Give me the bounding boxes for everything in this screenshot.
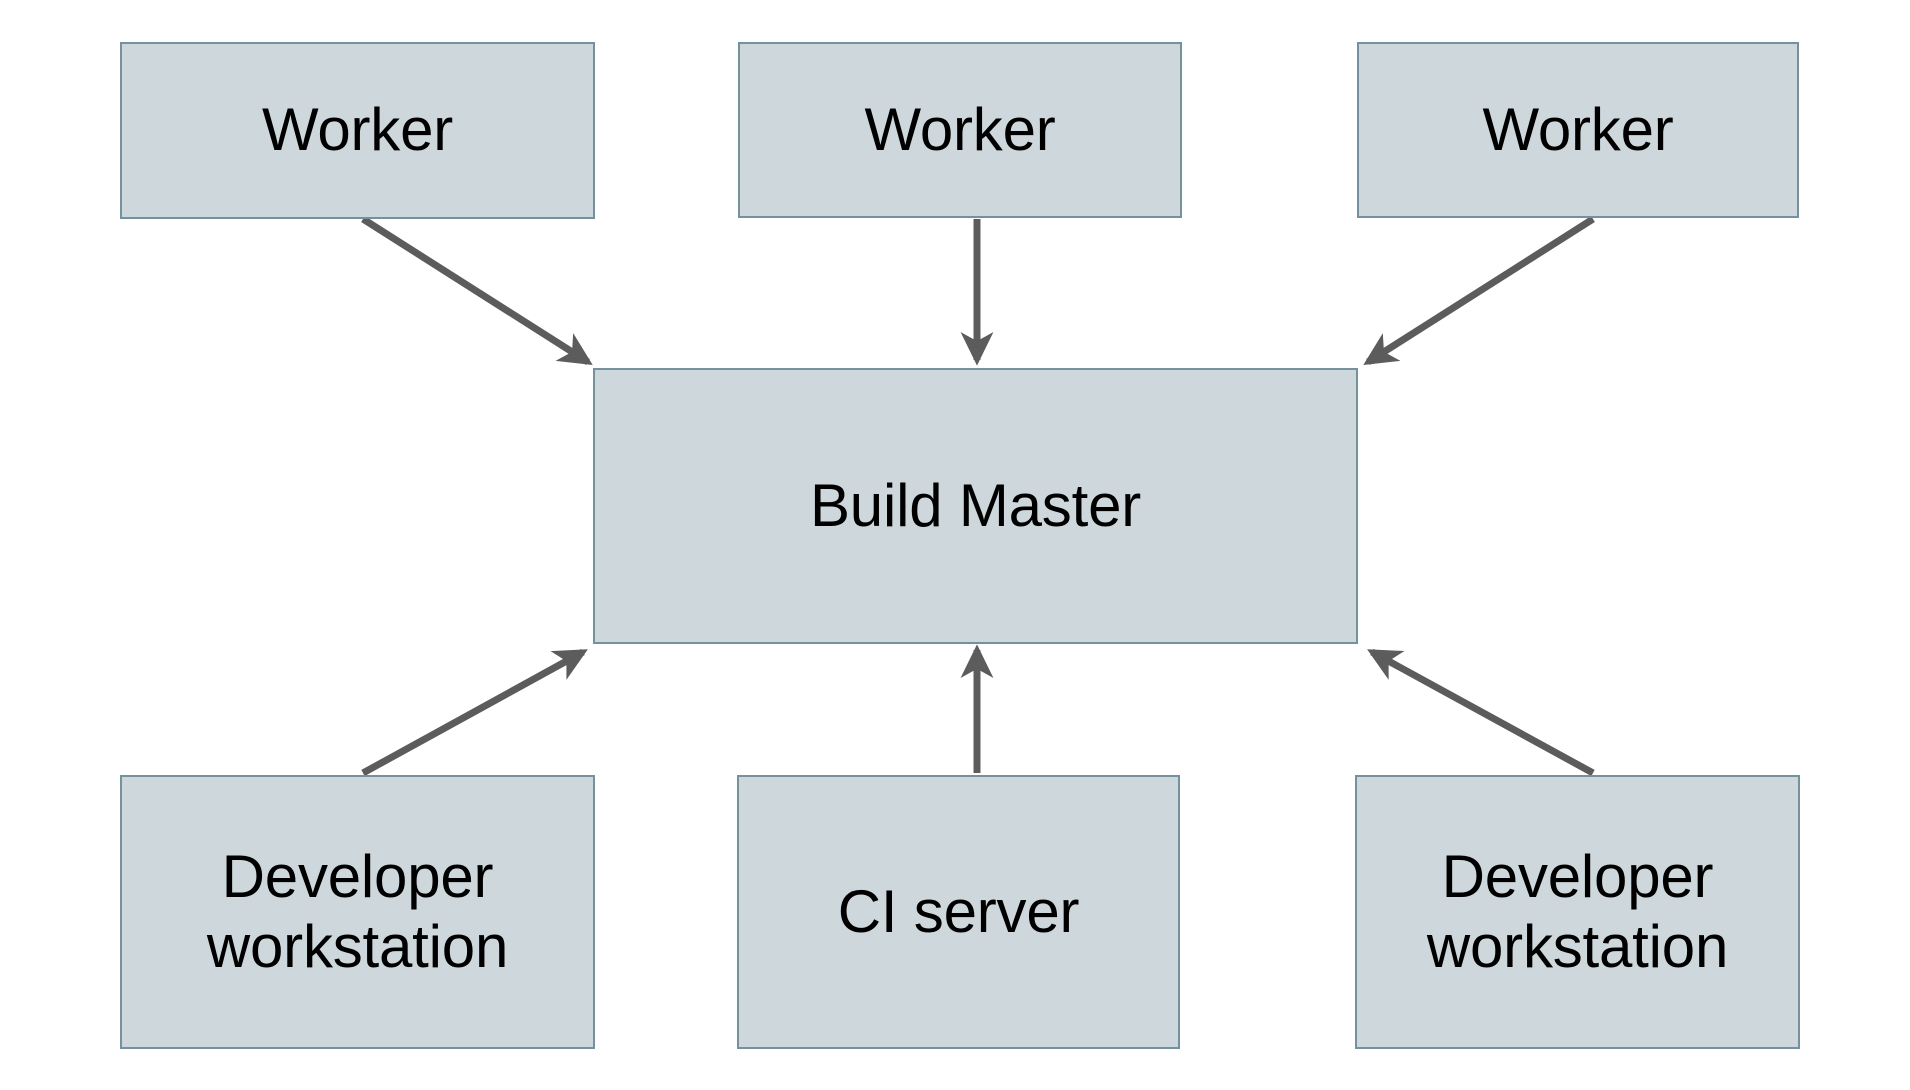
edge-dev-ws-right-to-build-master (1367, 648, 1595, 777)
node-developer-workstation-left-label: Developer workstation (206, 843, 509, 980)
node-worker-1[interactable]: Worker (120, 42, 595, 219)
node-developer-workstation-left[interactable]: Developer workstation (120, 775, 595, 1049)
edge-worker-1-to-build-master (361, 216, 593, 366)
node-worker-3-label: Worker (1482, 95, 1674, 163)
node-worker-3[interactable]: Worker (1357, 42, 1799, 218)
node-developer-workstation-right-label: Developer workstation (1426, 843, 1729, 980)
node-worker-2[interactable]: Worker (738, 42, 1182, 218)
node-build-master-label: Build Master (809, 471, 1142, 539)
edge-dev-ws-left-to-build-master (361, 648, 588, 777)
node-ci-server[interactable]: CI server (737, 775, 1180, 1049)
node-worker-1-label: Worker (261, 96, 454, 164)
node-build-master[interactable]: Build Master (593, 368, 1358, 644)
edge-worker-3-to-build-master (1363, 216, 1595, 366)
node-ci-server-label: CI server (837, 877, 1080, 945)
node-developer-workstation-right[interactable]: Developer workstation (1355, 775, 1800, 1049)
node-worker-2-label: Worker (864, 95, 1056, 163)
